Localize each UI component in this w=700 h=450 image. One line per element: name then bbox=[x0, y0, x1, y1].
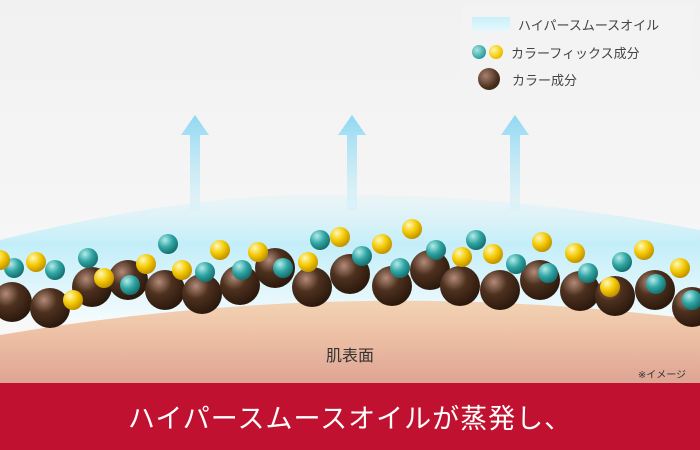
color-fix-particle-yellow bbox=[26, 252, 46, 272]
color-fix-particle-teal bbox=[232, 260, 252, 280]
color-particle bbox=[292, 267, 332, 307]
color-fix-particle-yellow bbox=[634, 240, 654, 260]
color-fix-particle-yellow bbox=[0, 250, 10, 270]
color-fix-particle-yellow bbox=[298, 252, 318, 272]
legend-item-color-fix: カラーフィックス成分 bbox=[472, 41, 640, 63]
teal-particle-icon bbox=[472, 45, 486, 59]
color-fix-particle-yellow bbox=[248, 242, 268, 262]
image-note: ※イメージ bbox=[637, 370, 686, 381]
color-fix-particle-yellow bbox=[63, 290, 83, 310]
color-fix-particle-yellow bbox=[670, 258, 690, 278]
legend-item-oil: ハイパースムースオイル bbox=[472, 13, 659, 35]
up-arrow-icon bbox=[338, 115, 366, 210]
color-fix-particle-yellow bbox=[210, 240, 230, 260]
color-fix-particle-teal bbox=[506, 254, 526, 274]
color-fix-particle-yellow bbox=[565, 243, 585, 263]
color-fix-particle-teal bbox=[426, 240, 446, 260]
color-particle bbox=[440, 266, 480, 306]
color-fix-particle-teal bbox=[195, 262, 215, 282]
yellow-particle-icon bbox=[489, 45, 503, 59]
color-particle bbox=[182, 274, 222, 314]
color-fix-particle-yellow bbox=[94, 268, 114, 288]
skin-surface-label: 肌表面 bbox=[325, 346, 374, 365]
color-fix-particle-yellow bbox=[172, 260, 192, 280]
color-fix-particle-teal bbox=[352, 246, 372, 266]
color-fix-particle-teal bbox=[538, 263, 558, 283]
skin-surface bbox=[0, 300, 700, 390]
up-arrow-icon bbox=[501, 115, 529, 210]
color-fix-particle-yellow bbox=[483, 244, 503, 264]
color-fix-particle-yellow bbox=[136, 254, 156, 274]
particles bbox=[0, 219, 700, 328]
oil-layer-icon bbox=[472, 17, 510, 31]
color-particle bbox=[410, 250, 450, 290]
color-fix-particle-teal bbox=[466, 230, 486, 250]
caption-text: ハイパースムースオイルが蒸発し、 bbox=[127, 404, 573, 435]
color-fix-particle-yellow bbox=[330, 227, 350, 247]
color-fix-particle-teal bbox=[45, 260, 65, 280]
color-fix-particle-teal bbox=[158, 234, 178, 254]
color-fix-particle-teal bbox=[646, 274, 666, 294]
color-fix-particle-teal bbox=[612, 252, 632, 272]
color-fix-particle-teal bbox=[273, 258, 293, 278]
caption-banner: ハイパースムースオイルが蒸発し、 bbox=[0, 383, 700, 450]
color-fix-particle-yellow bbox=[372, 234, 392, 254]
color-fix-particle-teal bbox=[78, 248, 98, 268]
up-arrow-icon bbox=[181, 115, 209, 210]
color-fix-particle-teal bbox=[120, 275, 140, 295]
color-particle bbox=[0, 282, 32, 322]
color-fix-particle-teal bbox=[390, 258, 410, 278]
color-fix-particle-yellow bbox=[402, 219, 422, 239]
color-fix-particle-teal bbox=[682, 290, 700, 310]
color-particle bbox=[30, 288, 70, 328]
color-fix-particle-yellow bbox=[532, 232, 552, 252]
color-particle bbox=[480, 270, 520, 310]
color-fix-particle-yellow bbox=[452, 247, 472, 267]
color-fix-particle-teal bbox=[578, 263, 598, 283]
legend: ハイパースムースオイル カラーフィックス成分 カラー成分 bbox=[462, 5, 694, 97]
legend-item-color: カラー成分 bbox=[472, 68, 577, 90]
color-particle bbox=[145, 270, 185, 310]
brown-particle-icon bbox=[478, 68, 500, 90]
color-fix-particle-yellow bbox=[600, 277, 620, 297]
color-fix-particle-teal bbox=[310, 230, 330, 250]
evaporation-arrows bbox=[181, 115, 529, 210]
